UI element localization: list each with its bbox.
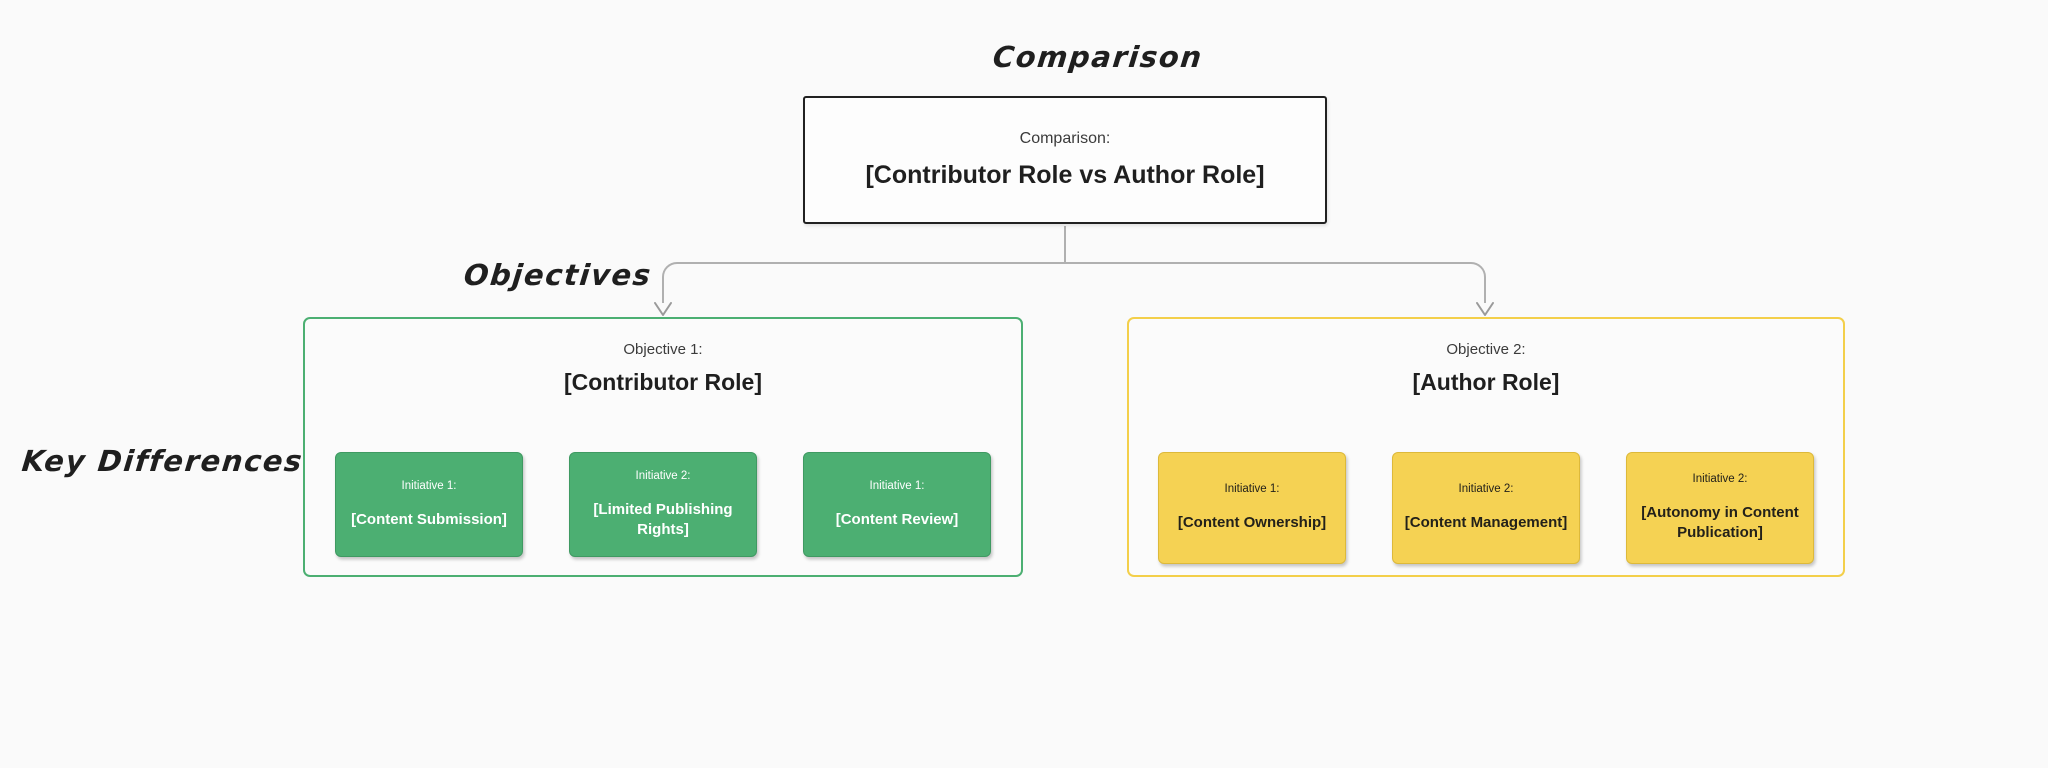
initiative-card[interactable]: Initiative 2: [Autonomy in Content Publi… [1626,452,1814,564]
root-node-comparison[interactable]: Comparison: [Contributor Role vs Author … [803,96,1327,224]
initiative-card-eyebrow: Initiative 2: [1458,483,1514,496]
objective-container-2[interactable]: Objective 2: [Author Role] Initiative 1:… [1127,317,1845,577]
annotation-comparison: Comparison [991,40,1205,74]
root-node-eyebrow: Comparison: [1019,130,1111,147]
initiative-card-title: [Content Ownership] [1177,514,1327,532]
root-node-title: [Contributor Role vs Author Role] [865,161,1265,189]
objective-1-title: [Contributor Role] [563,369,762,395]
initiative-card-eyebrow: Initiative 2: [1692,473,1748,486]
initiative-card-title: [Content Management] [1404,514,1568,532]
initiative-card-eyebrow: Initiative 2: [635,469,691,482]
objective-1-header: Objective 1: [Contributor Role] [305,341,1021,396]
objective-1-eyebrow: Objective 1: [623,341,703,358]
initiative-card-eyebrow: Initiative 1: [869,479,925,492]
initiative-card[interactable]: Initiative 2: [Content Management] [1392,452,1580,564]
initiative-card[interactable]: Initiative 1: [Content Ownership] [1158,452,1346,564]
objective-1-cards: Initiative 1: [Content Submission] Initi… [305,452,1021,557]
annotation-objectives: Objectives [462,258,654,292]
initiative-card-title: [Autonomy in Content Publication] [1641,504,1799,541]
initiative-card[interactable]: Initiative 2: [Limited Publishing Rights… [569,452,757,557]
objective-2-title: [Author Role] [1412,369,1560,395]
annotation-key-differences: Key Differences [20,444,306,478]
objective-2-cards: Initiative 1: [Content Ownership] Initia… [1129,452,1843,564]
initiative-card-title: [Limited Publishing Rights] [593,500,733,538]
initiative-card-eyebrow: Initiative 1: [401,479,457,492]
initiative-card-title: [Content Submission] [351,510,507,528]
objective-container-1[interactable]: Objective 1: [Contributor Role] Initiati… [303,317,1023,577]
initiative-card[interactable]: Initiative 1: [Content Review] [803,452,991,557]
initiative-card-eyebrow: Initiative 1: [1224,483,1280,496]
objective-2-header: Objective 2: [Author Role] [1129,341,1843,396]
initiative-card-title: [Content Review] [835,510,959,528]
initiative-card[interactable]: Initiative 1: [Content Submission] [335,452,523,557]
objective-2-eyebrow: Objective 2: [1446,341,1526,358]
